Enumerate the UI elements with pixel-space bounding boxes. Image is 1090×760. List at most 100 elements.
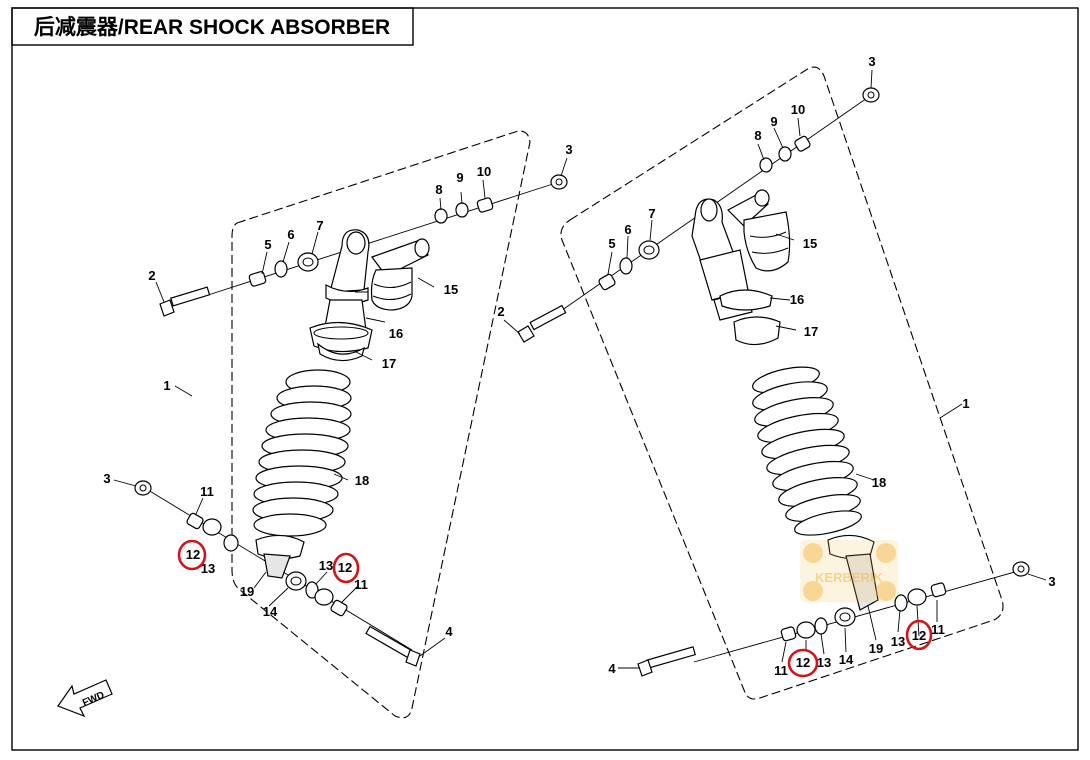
left-callout-12a: 12: [186, 547, 200, 562]
left-callout-9: 9: [456, 170, 463, 185]
title-box: [11, 7, 414, 46]
left-nut-3-top: [550, 174, 568, 190]
right-callout-14: 14: [839, 652, 854, 667]
right-spacer-5: [598, 273, 616, 291]
right-highlight-12a: [905, 619, 933, 651]
right-spring-seat-17: [733, 316, 781, 346]
left-bushing-14: [285, 571, 307, 591]
left-callout-15: 15: [444, 282, 458, 297]
left-callout-14: 14: [263, 604, 278, 619]
right-shock-body-16: [699, 249, 773, 321]
right-bushing-14: [834, 607, 856, 627]
right-spacer-11a: [930, 582, 947, 598]
left-oring-13a: [223, 534, 239, 552]
right-callout-11a: 11: [931, 622, 945, 637]
right-callout-19: 19: [869, 641, 883, 656]
left-callout-16: 16: [389, 326, 403, 341]
right-nut-3-bottom: [1012, 561, 1030, 577]
right-callout-3-top: 3: [868, 54, 875, 69]
left-nut-3-bottom: [134, 480, 152, 496]
left-callout-11b: 11: [354, 577, 368, 592]
right-callout-11b: 11: [774, 663, 788, 678]
left-spring-18: [252, 369, 352, 537]
right-oring-13b: [814, 617, 828, 635]
right-oring-9: [778, 146, 792, 162]
left-oring-8: [434, 208, 448, 224]
left-spacer-5: [248, 271, 267, 287]
left-callout-13b: 13: [319, 558, 333, 573]
left-spring-seat-17: [317, 342, 365, 362]
left-shock-body-16: [309, 299, 373, 353]
right-callout-13b: 13: [817, 655, 831, 670]
left-callout-12b: 12: [338, 560, 352, 575]
left-callout-3-bottom: 3: [103, 471, 110, 486]
right-oring-13a: [894, 594, 908, 612]
right-callout-12a: 12: [912, 628, 926, 643]
right-bolt-4: [637, 646, 696, 677]
right-callout-17: 17: [804, 324, 818, 339]
left-callout-2: 2: [148, 268, 155, 283]
right-bolt-2: [517, 304, 567, 343]
left-callout-4: 4: [445, 624, 453, 639]
right-callout-10: 10: [791, 102, 805, 117]
left-highlight-12a: [177, 539, 207, 571]
left-callout-5: 5: [264, 237, 271, 252]
right-callout-7: 7: [648, 206, 655, 221]
right-shock-assembly: KERBERIK 2 5 6 7 8 9 10 3 15 16 17 1 18 …: [497, 54, 1056, 700]
right-callout-13a: 13: [891, 634, 905, 649]
right-washer-12b: [796, 621, 816, 639]
left-highlight-12b: [332, 552, 360, 584]
left-callout-1: 1: [163, 378, 170, 393]
right-callout-3-bottom: 3: [1048, 574, 1055, 589]
right-spring-18: [752, 366, 862, 536]
right-callout-15: 15: [803, 236, 817, 251]
left-callout-6: 6: [287, 227, 294, 242]
left-leader-lines: [113, 157, 568, 657]
diagram-title: 后减震器/REAR SHOCK ABSORBER: [34, 15, 390, 39]
right-callout-6: 6: [624, 222, 631, 237]
left-callout-10: 10: [477, 164, 491, 179]
left-callout-13a: 13: [201, 561, 215, 576]
right-spacer-11b: [780, 626, 797, 642]
left-washer-12b: [314, 588, 334, 606]
left-spacer-11b: [330, 599, 348, 617]
right-spacer-10: [794, 135, 811, 152]
right-callout-1: 1: [962, 396, 969, 411]
forward-direction-arrow: FWD: [57, 679, 113, 718]
right-lower-eye-19: [827, 534, 879, 611]
left-spacer-11a: [186, 512, 204, 530]
left-oring-9: [455, 202, 469, 218]
left-spacer-10: [476, 197, 494, 213]
left-callout-11a: 11: [200, 484, 214, 499]
right-callout-8: 8: [754, 128, 761, 143]
right-assembly-boundary: [560, 66, 1004, 700]
right-highlight-12b: [787, 648, 819, 678]
right-callout-9: 9: [770, 114, 777, 129]
right-reservoir-15: [727, 189, 791, 272]
left-assembly-boundary: [231, 130, 531, 719]
watermark-logo: [800, 540, 898, 602]
left-lower-eye-19: [255, 534, 305, 579]
right-callout-2: 2: [497, 304, 504, 319]
diagram-frame: [11, 7, 1079, 751]
right-leader-lines: [503, 69, 1047, 669]
left-callout-18: 18: [355, 473, 369, 488]
left-reservoir-15: [370, 238, 430, 311]
left-bushing-7: [297, 252, 319, 272]
right-washer-12a: [907, 588, 927, 606]
watermark-text: KERBERIK: [815, 570, 884, 585]
left-shock-top-eye: [325, 229, 370, 305]
left-callout-3-top: 3: [565, 142, 572, 157]
right-callout-12b: 12: [796, 655, 810, 670]
left-callout-7: 7: [316, 218, 323, 233]
left-washer-12a: [202, 518, 222, 536]
left-bolt-2: [159, 286, 211, 317]
left-callout-17: 17: [382, 356, 396, 371]
left-oring-6: [274, 260, 288, 278]
right-callout-16: 16: [790, 292, 804, 307]
right-bottom-axis: [693, 569, 1023, 663]
left-callout-8: 8: [435, 182, 442, 197]
left-bolt-4: [365, 625, 421, 667]
right-oring-8: [759, 157, 773, 173]
